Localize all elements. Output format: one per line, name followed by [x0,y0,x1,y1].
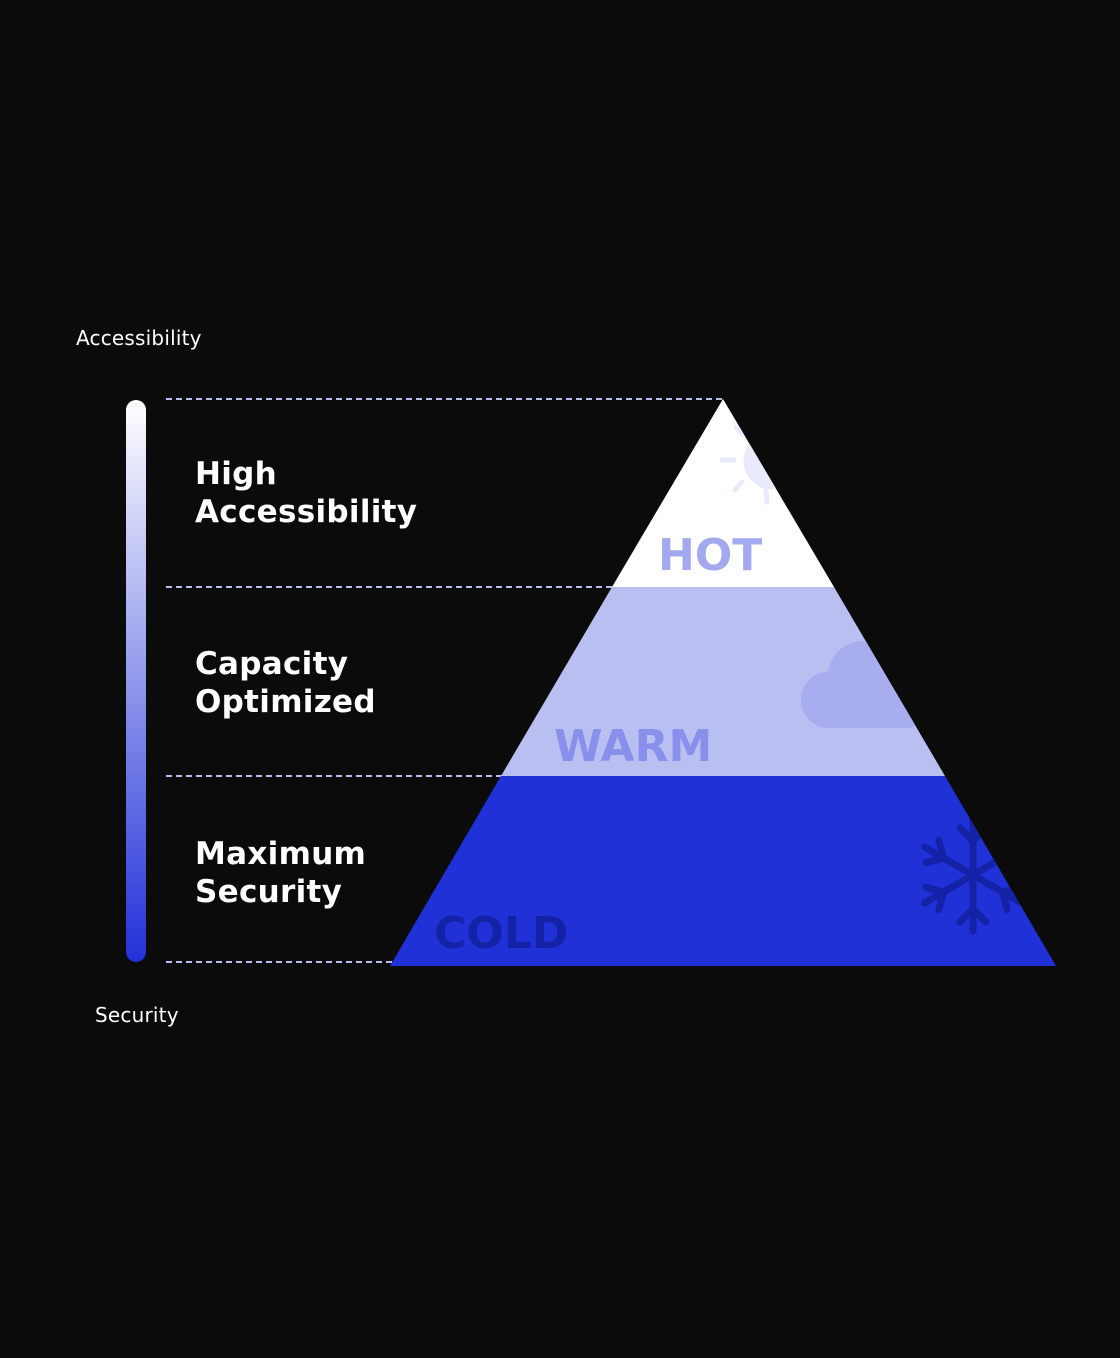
tier-label-capacity-optimized: Capacity Optimized [195,645,495,721]
accessibility-security-gradient-bar [126,400,146,962]
tier-label-line: Optimized [195,684,376,720]
hot-tier: HOT [612,399,834,587]
divider-top [166,398,722,400]
tier-label-line: Maximum [195,836,367,872]
tier-label-line: Security [195,874,343,910]
divider-hot-warm [166,586,612,588]
divider-warm-cold [166,775,502,777]
tier-label-line: High [195,456,278,492]
axis-label-security: Security [95,1003,179,1027]
warm-tier: WARM [501,587,945,776]
cold-tier: COLD [390,776,1056,966]
tier-label-line: Accessibility [195,494,418,530]
axis-label-accessibility: Accessibility [76,326,202,350]
warm-label: WARM [554,721,712,772]
tier-label-line: Capacity [195,646,349,682]
divider-bottom [166,961,392,963]
tier-label-maximum-security: Maximum Security [195,835,495,911]
cold-label: COLD [434,908,568,959]
hot-label: HOT [658,530,762,581]
tier-label-high-accessibility: High Accessibility [195,455,495,531]
